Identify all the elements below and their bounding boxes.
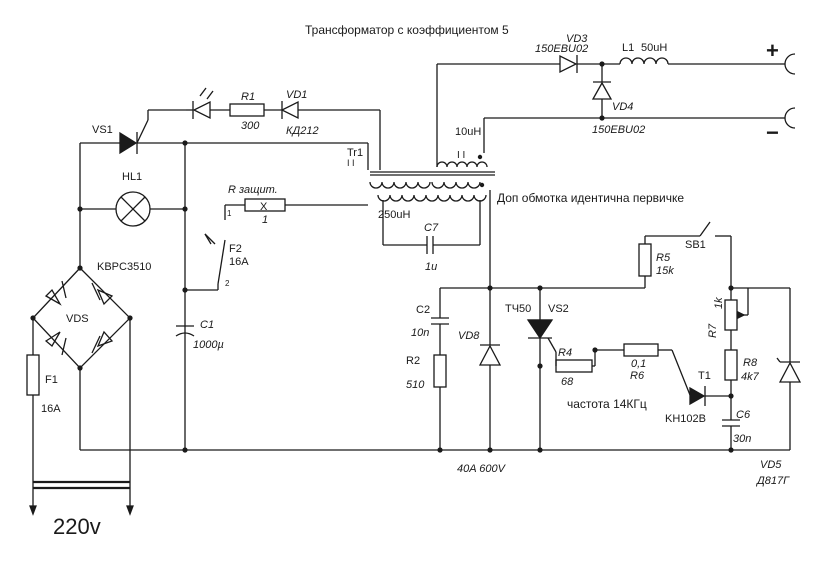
protection-circuit	[175, 198, 368, 337]
r2-value: 510	[406, 379, 425, 391]
l1-value: 50uH	[641, 42, 667, 54]
f1-label: F1	[45, 374, 58, 386]
r5-value: 15k	[656, 265, 674, 277]
sb1-label: SB1	[685, 239, 706, 251]
f2-value: 16A	[229, 256, 249, 268]
pin1-label: 1	[227, 209, 232, 218]
transformer-title: Трансформатор с коэффициентом 5	[305, 23, 509, 37]
tr-secondary-marking: I I	[457, 150, 465, 161]
transformer-tr1	[369, 154, 495, 202]
r6-value: 0,1	[631, 358, 646, 370]
secondary-winding-note: Доп обмотка идентична первичке	[497, 191, 684, 205]
vd1-label: VD1	[286, 89, 307, 101]
r-protect-mark: X	[260, 201, 268, 213]
r-protect-value: 1	[262, 214, 268, 226]
vds-part: KBPC3510	[97, 261, 151, 273]
tr-inductance-label: 10uH	[455, 126, 481, 138]
output-section	[436, 53, 796, 167]
t1-label: T1	[698, 370, 711, 382]
vd4-label: VD4	[612, 101, 633, 113]
r7-label: R7	[707, 323, 719, 338]
c1-label: C1	[200, 319, 214, 331]
r8-value: 4k7	[741, 371, 760, 383]
mains-and-bridge	[26, 87, 381, 516]
mains-voltage: 220v	[53, 514, 101, 539]
c7-inductance: 250uH	[378, 209, 410, 221]
vd1-value: КД212	[286, 125, 319, 137]
f2-label: F2	[229, 243, 242, 255]
pin2-label: 2	[225, 279, 230, 288]
hl1-label: HL1	[122, 171, 142, 183]
r-protect-label: R защит.	[228, 184, 278, 196]
r7-value: 1k	[713, 297, 725, 309]
vd3-label: VD3	[566, 33, 588, 45]
c2-label: C2	[416, 304, 430, 316]
vd3-value: 150EBU02	[535, 43, 588, 55]
vs1-label: VS1	[92, 124, 113, 136]
vd4-value: 150EBU02	[592, 124, 645, 136]
c6-value: 30n	[733, 433, 751, 445]
r4-value: 68	[561, 376, 574, 388]
switching-section	[80, 190, 802, 453]
c6-label: C6	[736, 409, 751, 421]
r6-label: R6	[630, 370, 645, 382]
vs2-label: VS2	[548, 303, 569, 315]
vd5-value: Д817Г	[755, 475, 790, 487]
vd8-value: 40A 600V	[457, 463, 507, 475]
t1-part: KH102B	[665, 413, 706, 425]
tr1-label: Tr1	[347, 147, 363, 159]
r1-label: R1	[241, 91, 255, 103]
r5-label: R5	[656, 252, 671, 264]
frequency-note: частота 14КГц	[567, 397, 647, 411]
vds-label: VDS	[66, 313, 89, 325]
c7-value: 1u	[425, 261, 437, 273]
r2-label: R2	[406, 355, 420, 367]
f1-value: 16A	[41, 403, 61, 415]
vd8-label: VD8	[458, 330, 480, 342]
c1-value: 1000µ	[193, 339, 224, 351]
c2-value: 10n	[411, 327, 429, 339]
l1-label: L1	[622, 42, 634, 54]
r4-label: R4	[558, 347, 572, 359]
r1-value: 300	[241, 120, 260, 132]
c7-label: C7	[424, 222, 439, 234]
tc50-label: TЧ50	[505, 303, 531, 315]
r8-label: R8	[743, 357, 758, 369]
plus-terminal-label: +	[766, 38, 779, 63]
minus-terminal-label: −	[766, 120, 779, 145]
vd5-label: VD5	[760, 459, 782, 471]
capacitor-c7	[382, 200, 481, 254]
tr1-marking-1: I I	[347, 158, 355, 168]
